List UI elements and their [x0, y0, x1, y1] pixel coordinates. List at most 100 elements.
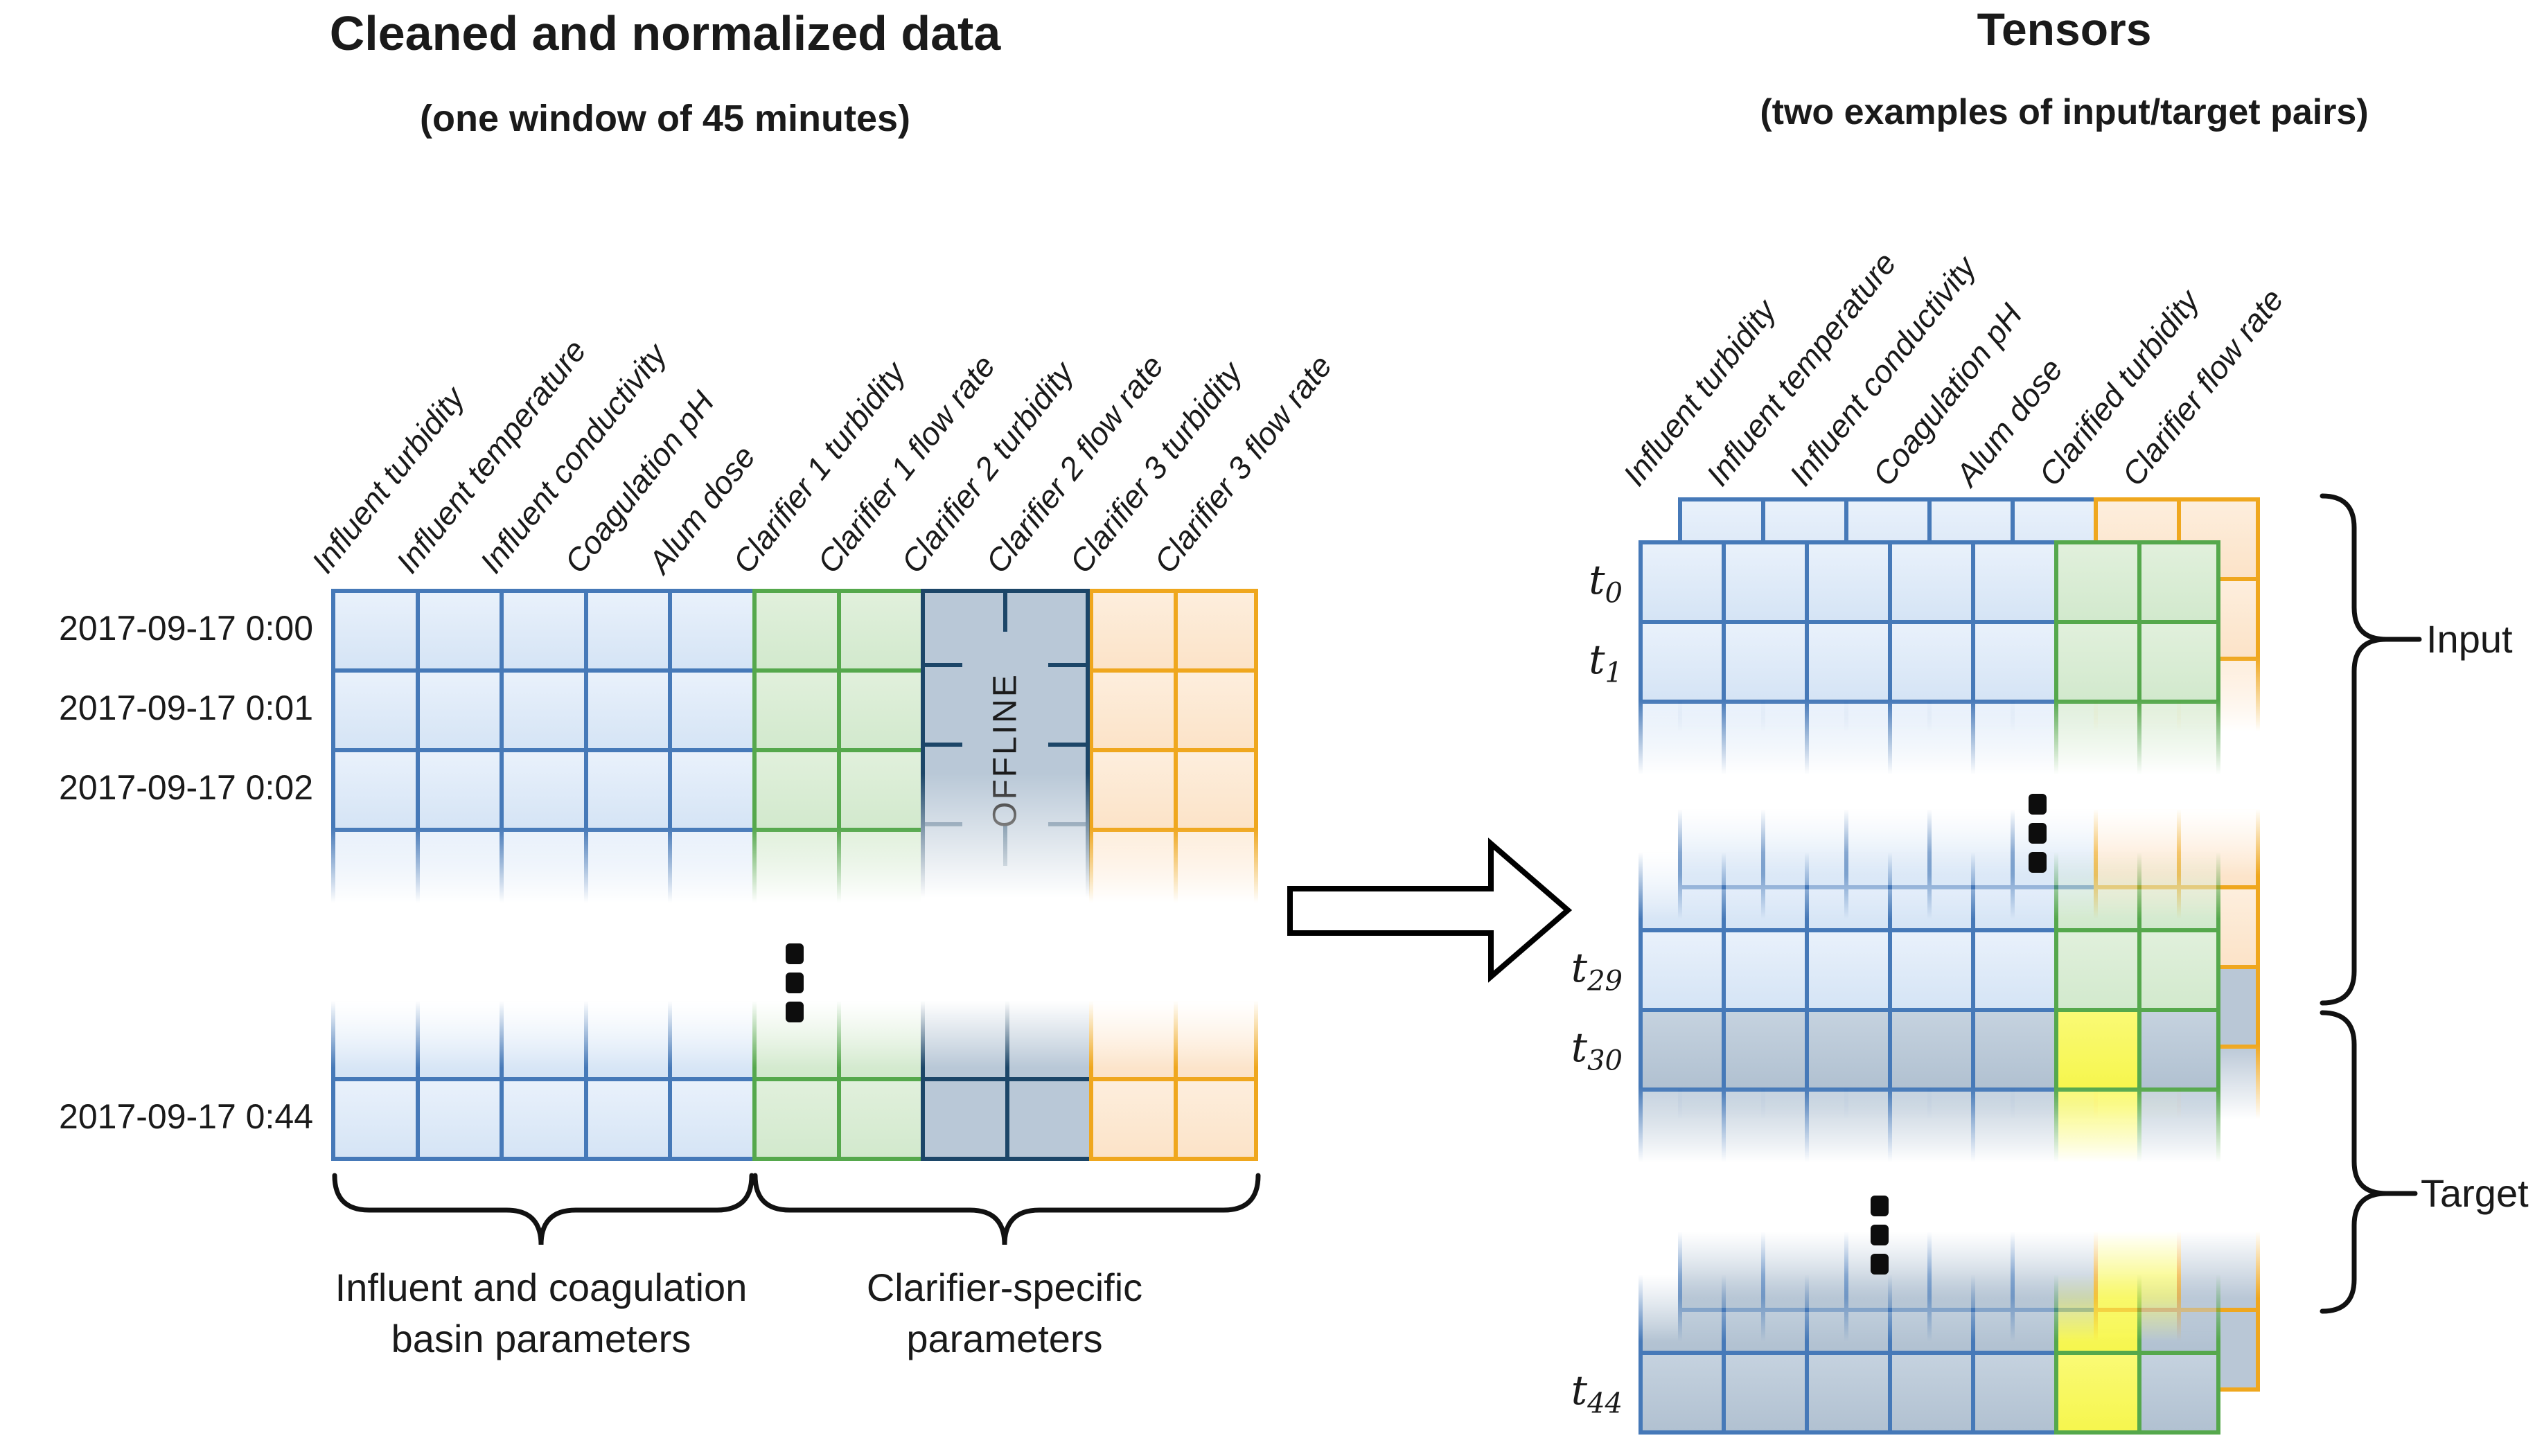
cell — [500, 828, 584, 907]
influent-group-label-line2: basin parameters — [391, 1317, 691, 1360]
cell — [836, 828, 921, 907]
cell — [668, 828, 752, 907]
cell — [1722, 928, 1805, 1008]
cell — [1722, 1087, 1805, 1167]
table-row-000 — [331, 589, 1258, 668]
cell — [1639, 700, 1722, 779]
cell — [2054, 849, 2137, 928]
time-label-t0: t0 — [1441, 553, 1623, 620]
cell — [1639, 620, 1722, 700]
cell — [2054, 700, 2137, 779]
cell — [1173, 828, 1258, 907]
cell — [668, 668, 752, 748]
cell — [1639, 849, 1722, 928]
offline-dash — [1003, 823, 1007, 866]
time-label-sub: 0 — [1605, 577, 1623, 610]
cell — [752, 589, 837, 668]
cell — [1089, 1077, 1174, 1161]
cell — [415, 668, 500, 748]
cell — [2054, 540, 2137, 620]
cell — [1639, 540, 1722, 620]
input-front-row-t0 — [1639, 540, 2220, 620]
offline-dash — [925, 663, 962, 667]
cell — [2137, 620, 2220, 700]
cell — [500, 748, 584, 828]
cell — [752, 828, 837, 907]
date-label-last: 2017-09-17 0:44 — [59, 1097, 313, 1136]
target-brace-label: Target — [2421, 1171, 2529, 1215]
cell — [752, 668, 837, 748]
cell — [1805, 700, 1888, 779]
vertical-ellipsis-icon — [2029, 794, 2047, 881]
input-brace-label: Input — [2426, 617, 2513, 661]
cell — [836, 1077, 921, 1161]
cell — [500, 1077, 584, 1161]
cell — [1888, 620, 1971, 700]
cell — [1722, 620, 1805, 700]
time-label-t30: t30 — [1441, 1021, 1623, 1087]
cell — [1805, 540, 1888, 620]
cell — [1971, 540, 2054, 620]
cell — [2137, 1271, 2220, 1351]
cell — [1888, 849, 1971, 928]
cell — [1722, 849, 1805, 928]
target-front-row-fadeout — [1639, 1087, 2220, 1167]
cell — [331, 668, 416, 748]
cell — [583, 997, 669, 1077]
cell — [500, 589, 584, 668]
table-row-002 — [331, 748, 1258, 828]
offline-dash — [1048, 822, 1086, 826]
cell — [583, 828, 669, 907]
cell — [668, 589, 752, 668]
cell — [1971, 1351, 2054, 1435]
offline-dash — [1048, 663, 1086, 667]
cell — [2137, 540, 2220, 620]
cell — [1722, 1351, 1805, 1435]
column-header-left-3: Coagulation pH — [557, 384, 721, 580]
right-panel-title: Tensors — [1977, 3, 2152, 55]
cell — [415, 828, 500, 907]
input-front-row-t29 — [1639, 928, 2220, 1008]
cell — [1173, 589, 1258, 668]
input-brace-icon — [2320, 493, 2422, 1006]
cell — [1173, 1077, 1258, 1161]
cell — [331, 828, 416, 907]
cell — [1722, 1271, 1805, 1351]
target-front-row-t44 — [1639, 1351, 2220, 1435]
cell — [836, 748, 921, 828]
cell — [2137, 928, 2220, 1008]
time-label-sub: 1 — [1605, 657, 1623, 689]
cell — [1639, 928, 1722, 1008]
cell — [836, 589, 921, 668]
cell — [415, 589, 500, 668]
cell — [1971, 928, 2054, 1008]
cell — [331, 1077, 416, 1161]
cell — [500, 997, 584, 1077]
cell — [1971, 620, 2054, 700]
offline-label: OFFLINE — [987, 673, 1024, 828]
cell — [1173, 668, 1258, 748]
cell — [752, 1077, 837, 1161]
cell — [583, 748, 669, 828]
time-label-t1: t1 — [1441, 633, 1623, 700]
clarifier-group-label-line1: Clarifier-specific — [866, 1266, 1143, 1309]
date-label-2: 2017-09-17 0:02 — [59, 768, 313, 807]
cell — [1639, 1008, 1722, 1087]
cell — [415, 997, 500, 1077]
cell — [1722, 540, 1805, 620]
cell — [331, 997, 416, 1077]
cell — [583, 1077, 669, 1161]
cell — [500, 668, 584, 748]
left-panel-title: Cleaned and normalized data — [329, 6, 1001, 60]
cell — [2137, 1087, 2220, 1167]
cell — [331, 589, 416, 668]
date-label-1: 2017-09-17 0:01 — [59, 689, 313, 727]
table-row-001 — [331, 668, 1258, 748]
clarifier-group-label-line2: parameters — [906, 1317, 1103, 1360]
cell — [1805, 1351, 1888, 1435]
cell — [836, 997, 921, 1077]
offline-dash — [925, 743, 962, 747]
cell — [1971, 1087, 2054, 1167]
cell — [415, 1077, 500, 1161]
date-label-0: 2017-09-17 0:00 — [59, 609, 313, 648]
